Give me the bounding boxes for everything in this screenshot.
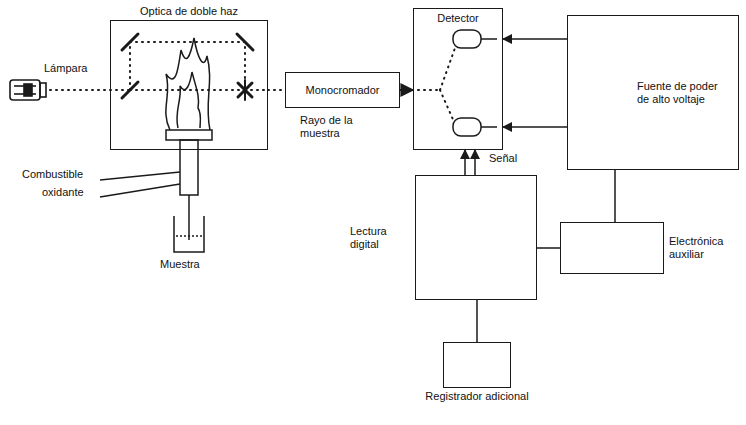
signal-label: Señal — [487, 152, 519, 165]
node-label: Electrónica auxiliar — [669, 235, 735, 261]
node-label: Detector — [414, 12, 502, 25]
part-label: oxidante — [42, 186, 102, 199]
lamp-symbol — [10, 80, 46, 100]
connector-line — [537, 247, 560, 249]
connector-line — [503, 126, 567, 128]
connector-line — [268, 89, 285, 91]
connector-line — [503, 38, 567, 40]
connector-line — [614, 170, 616, 222]
recorder-box: Registrador adicional — [443, 342, 511, 388]
photomultiplier-tube — [453, 30, 497, 136]
electronics-box: Electrónica auxiliar — [560, 222, 664, 274]
connector-line — [464, 150, 466, 175]
node-label: Optica de doble haz — [101, 5, 277, 18]
connector-line — [474, 150, 476, 175]
part-label: Combustible — [22, 168, 102, 181]
connector-line — [400, 89, 413, 91]
connector-line — [476, 300, 478, 342]
node-label: Lectura digital — [350, 225, 408, 251]
readout-box: Lectura digital — [415, 175, 537, 300]
part-label: Rayo de la muestra — [300, 114, 370, 140]
mirror-symbol — [122, 34, 253, 100]
optics-box: Optica de doble haz — [110, 20, 268, 150]
part-label: Lámpara — [44, 62, 104, 75]
flame-burner — [100, 38, 212, 252]
node-label: Monocromador — [286, 84, 399, 97]
process-box: Monocromador — [285, 72, 400, 108]
part-label: Muestra — [160, 258, 220, 271]
detector-box: Detector — [413, 8, 503, 150]
node-label: Fuente de poder de alto voltaje — [637, 80, 732, 106]
node-label: Registrador adicional — [424, 390, 530, 403]
power-supply-box: Fuente de poder de alto voltaje — [567, 15, 739, 170]
